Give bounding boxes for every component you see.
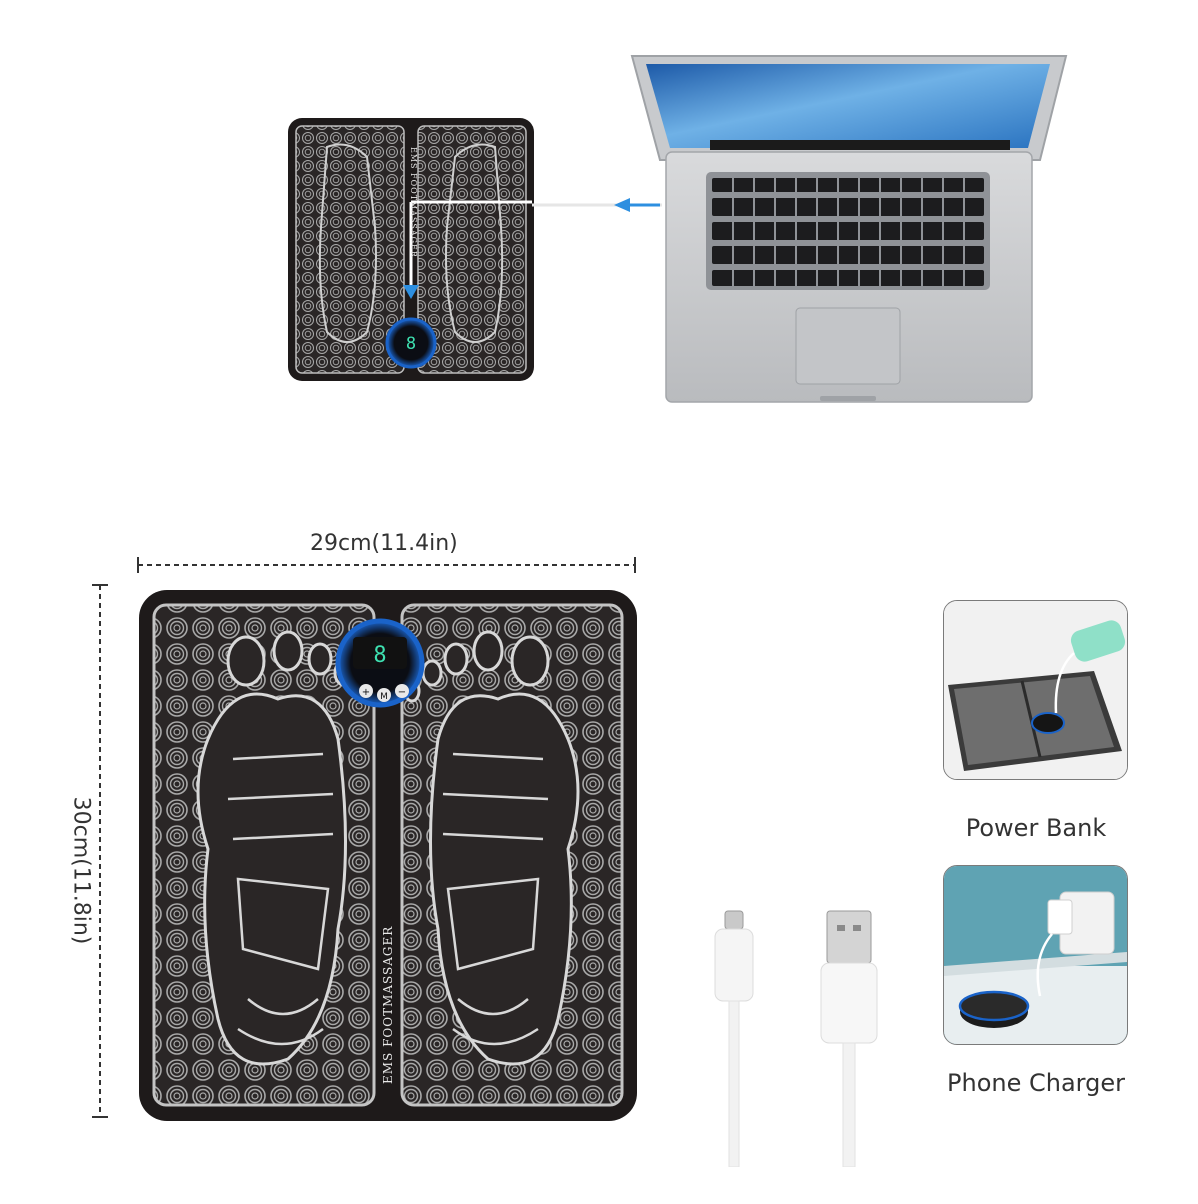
height-label: 30cm(11.8in) bbox=[68, 796, 94, 945]
foot-massager-mat: EMS FOOTMASSAGER 8 + M − bbox=[139, 590, 637, 1121]
laptop-image bbox=[630, 55, 1068, 403]
arrow-left-icon bbox=[614, 198, 630, 212]
minus-button[interactable] bbox=[395, 684, 409, 698]
minus-button-label: − bbox=[398, 687, 406, 698]
usb-cable-line bbox=[532, 198, 662, 212]
width-dimension-line bbox=[137, 557, 636, 573]
phone-charger-photo bbox=[943, 865, 1128, 1045]
mat-display-digit: 8 bbox=[373, 643, 386, 668]
mode-button-label: M bbox=[380, 692, 388, 702]
top-mat-label: EMS FOOTMASSAGER bbox=[409, 147, 418, 258]
mode-button[interactable] bbox=[377, 688, 391, 702]
power-bank-photo bbox=[943, 600, 1128, 780]
plus-button[interactable] bbox=[359, 684, 373, 698]
power-bank-caption: Power Bank bbox=[965, 814, 1107, 842]
height-dimension-line bbox=[92, 584, 108, 1118]
top-foot-mat: 8 EMS FOOTMASSAGER bbox=[288, 118, 534, 381]
width-label: 29cm(11.4in) bbox=[310, 531, 458, 556]
top-mat-display: 8 bbox=[406, 334, 416, 354]
plus-button-label: + bbox=[362, 687, 370, 698]
mat-brand-label: EMS FOOTMASSAGER bbox=[381, 926, 395, 1084]
phone-charger-caption: Phone Charger bbox=[947, 1069, 1125, 1097]
usb-c-cable bbox=[714, 910, 878, 1167]
